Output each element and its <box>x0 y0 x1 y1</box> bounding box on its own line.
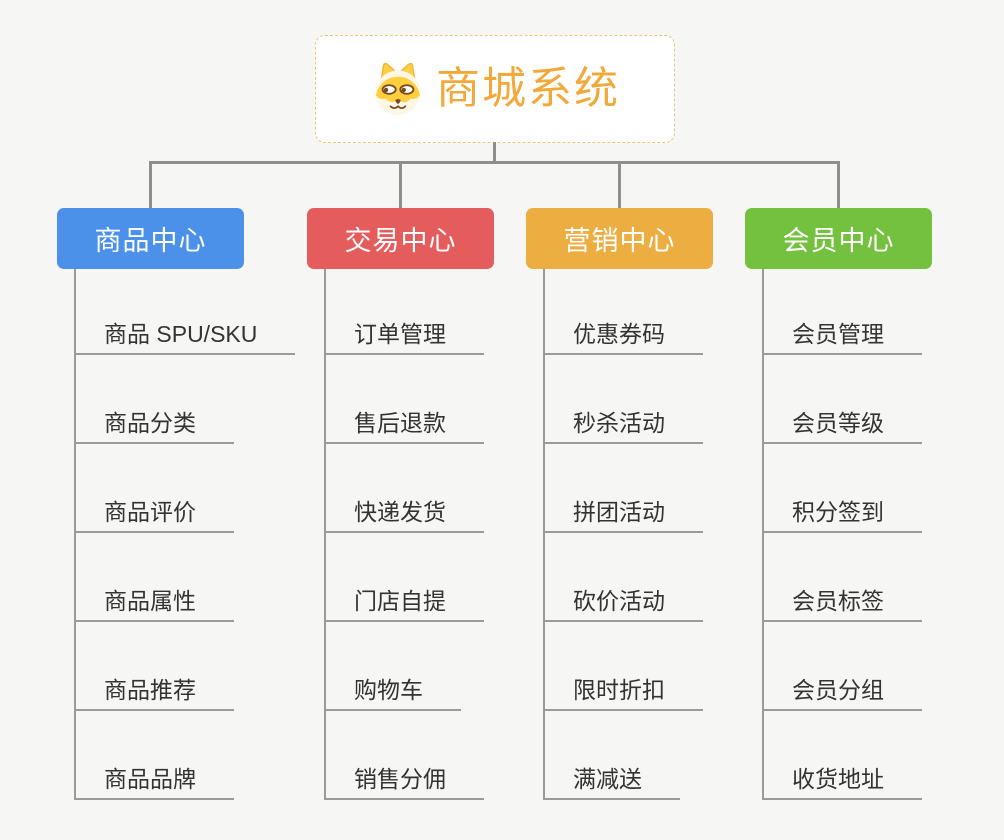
leaf-node[interactable]: 销售分佣 <box>324 766 484 800</box>
branch-drop-connector <box>399 161 402 209</box>
leaf-column-2: 订单管理售后退款快递发货门店自提购物车销售分佣 <box>324 266 484 800</box>
leaf-node[interactable]: 收货地址 <box>762 766 922 800</box>
leaf-node[interactable]: 优惠券码 <box>543 321 703 355</box>
leaf-node[interactable]: 商品属性 <box>74 588 234 622</box>
leaf-row: 满减送 <box>543 711 703 800</box>
leaf-row: 限时折扣 <box>543 622 703 711</box>
leaf-row: 购物车 <box>324 622 484 711</box>
branch-node-3[interactable]: 营销中心 <box>526 208 713 269</box>
leaf-row: 门店自提 <box>324 533 484 622</box>
leaf-node[interactable]: 商品评价 <box>74 499 234 533</box>
leaf-row: 商品品牌 <box>74 711 295 800</box>
leaf-row: 商品评价 <box>74 444 295 533</box>
leaf-row: 会员分组 <box>762 622 922 711</box>
branch-node-1[interactable]: 商品中心 <box>57 208 244 269</box>
leaf-node[interactable]: 订单管理 <box>324 321 484 355</box>
leaf-node[interactable]: 商品推荐 <box>74 677 234 711</box>
leaf-node[interactable]: 会员管理 <box>762 321 922 355</box>
root-drop-connector <box>493 142 496 162</box>
branch-vertical-line <box>762 269 764 800</box>
branch-label: 交易中心 <box>344 226 457 256</box>
leaf-row: 砍价活动 <box>543 533 703 622</box>
leaf-node[interactable]: 会员分组 <box>762 677 922 711</box>
leaf-row: 会员等级 <box>762 355 922 444</box>
leaf-row: 订单管理 <box>324 266 484 355</box>
leaf-column-3: 优惠券码秒杀活动拼团活动砍价活动限时折扣满减送 <box>543 266 703 800</box>
shiba-dog-icon <box>375 62 421 116</box>
branch-node-2[interactable]: 交易中心 <box>307 208 494 269</box>
leaf-node[interactable]: 门店自提 <box>324 588 484 622</box>
leaf-node[interactable]: 会员标签 <box>762 588 922 622</box>
leaf-node[interactable]: 购物车 <box>324 677 461 711</box>
leaf-column-4: 会员管理会员等级积分签到会员标签会员分组收货地址 <box>762 266 922 800</box>
leaf-row: 商品 SPU/SKU <box>74 266 296 355</box>
root-title: 商城系统 <box>436 64 620 113</box>
branch-label: 会员中心 <box>782 226 895 256</box>
leaf-node[interactable]: 限时折扣 <box>543 677 703 711</box>
leaf-row: 快递发货 <box>324 444 484 533</box>
leaf-row: 商品属性 <box>74 533 295 622</box>
branch-drop-connector <box>618 161 621 209</box>
leaf-node[interactable]: 砍价活动 <box>543 588 703 622</box>
leaf-node[interactable]: 商品品牌 <box>74 766 234 800</box>
root-node[interactable]: 商城系统 <box>315 35 675 143</box>
leaf-node[interactable]: 拼团活动 <box>543 499 703 533</box>
branch-drop-connector <box>837 161 840 209</box>
branch-vertical-line <box>543 269 545 800</box>
leaf-node[interactable]: 秒杀活动 <box>543 410 703 444</box>
leaf-row: 销售分佣 <box>324 711 484 800</box>
leaf-row: 积分签到 <box>762 444 922 533</box>
leaf-node[interactable]: 满减送 <box>543 766 680 800</box>
branch-vertical-line <box>74 269 76 800</box>
leaf-node[interactable]: 会员等级 <box>762 410 922 444</box>
leaf-row: 售后退款 <box>324 355 484 444</box>
branch-node-4[interactable]: 会员中心 <box>745 208 932 269</box>
branch-drop-connector <box>149 161 152 209</box>
leaf-row: 商品分类 <box>74 355 295 444</box>
leaf-row: 会员标签 <box>762 533 922 622</box>
leaf-node[interactable]: 售后退款 <box>324 410 484 444</box>
leaf-node[interactable]: 商品 SPU/SKU <box>74 321 296 355</box>
branch-vertical-line <box>324 269 326 800</box>
branch-label: 商品中心 <box>94 226 207 256</box>
branch-label: 营销中心 <box>563 226 676 256</box>
leaf-row: 秒杀活动 <box>543 355 703 444</box>
leaf-row: 优惠券码 <box>543 266 703 355</box>
leaf-row: 会员管理 <box>762 266 922 355</box>
leaf-column-1: 商品 SPU/SKU 商品分类商品评价商品属性商品推荐商品品牌 <box>74 266 296 800</box>
leaf-row: 拼团活动 <box>543 444 703 533</box>
leaf-row: 商品推荐 <box>74 622 295 711</box>
leaf-node[interactable]: 商品分类 <box>74 410 234 444</box>
leaf-row: 收货地址 <box>762 711 922 800</box>
leaf-node[interactable]: 快递发货 <box>324 499 484 533</box>
leaf-node[interactable]: 积分签到 <box>762 499 922 533</box>
bus-connector <box>149 161 840 164</box>
